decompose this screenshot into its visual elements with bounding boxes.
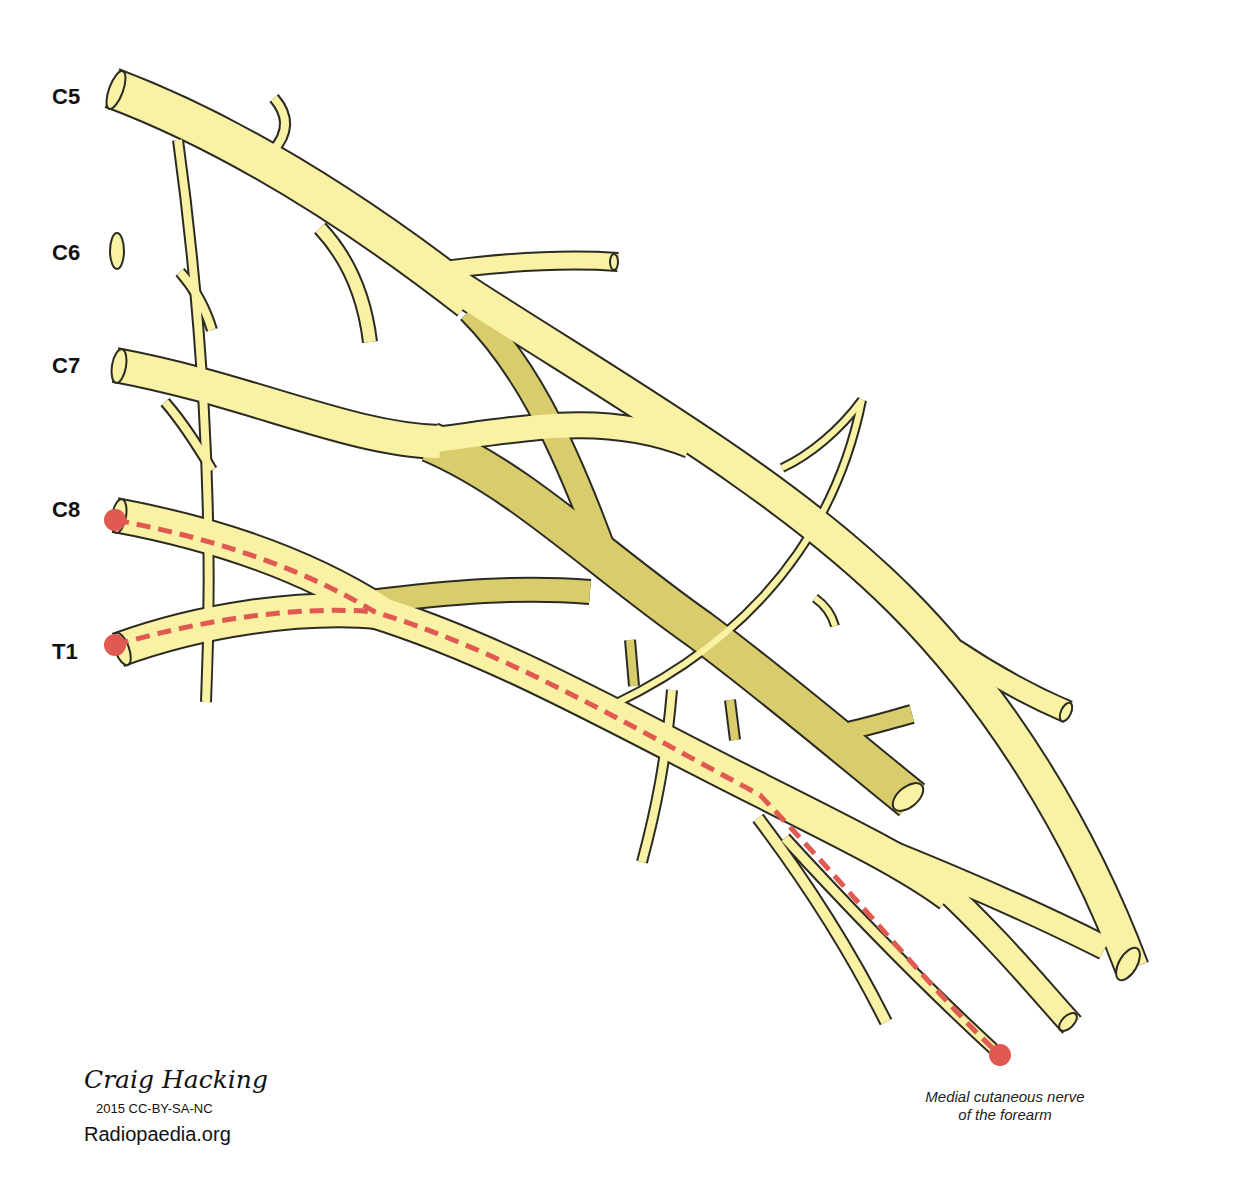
nerve-fill [758, 818, 886, 1022]
nerve-outline [630, 640, 634, 686]
nerve-fill [180, 272, 212, 330]
root-label: C7 [52, 353, 80, 379]
highlight-dot [104, 634, 126, 656]
nerve-fill [955, 650, 1068, 712]
nerve-outline [815, 598, 835, 626]
nerve-cap [1056, 1010, 1080, 1034]
highlight-dashed-line [115, 520, 1000, 1055]
highlight-path [115, 520, 1000, 1055]
license-note: 2015 CC-BY-SA-NC [96, 1101, 213, 1117]
root-label: C8 [52, 497, 80, 523]
nerve-cap [103, 69, 130, 111]
nerve-fill [420, 425, 690, 445]
source-watermark: Radiopaedia.org [84, 1122, 231, 1146]
nerve-fill [272, 98, 285, 152]
nerve-fill [630, 640, 634, 686]
root-label: T1 [52, 639, 78, 665]
highlight-dot [989, 1044, 1011, 1066]
nerve-end-caps [103, 69, 1145, 1034]
nerve-cap [1057, 701, 1075, 723]
nerve-fill [730, 700, 735, 740]
nerve-fills [112, 88, 1132, 1055]
nerve-fill [830, 714, 912, 735]
nerve-outline [272, 98, 285, 152]
nerve-outline [830, 714, 912, 735]
nerve-fill [115, 365, 440, 442]
highlight-dot [104, 509, 126, 531]
nerve-fill [880, 848, 1105, 948]
nerve-fill [165, 402, 212, 470]
nerve-cap [110, 233, 124, 269]
nerve-cap [109, 348, 129, 384]
nerve-fill [782, 400, 862, 468]
nerve-fill [320, 228, 370, 342]
nerve-fill [815, 598, 835, 626]
nerve-fill [370, 590, 590, 602]
nerve-outline [782, 400, 862, 468]
nerve-fill [370, 610, 950, 895]
nerve-cap [1111, 944, 1145, 984]
nerve-fill [642, 690, 672, 862]
nerve-cap [888, 778, 928, 816]
root-label: C6 [52, 240, 80, 266]
nerve-outline [730, 700, 735, 740]
highlight-dots [104, 509, 1011, 1066]
nerve-outlines [112, 88, 1132, 1055]
root-label: C5 [52, 84, 80, 110]
nerve-outline [112, 88, 470, 300]
author-signature: Craig Hacking [84, 1065, 268, 1095]
nerve-label: Medial cutaneous nerve of the forearm [920, 1088, 1090, 1124]
nerve-fill [112, 88, 470, 300]
highlight-dashed-line [115, 610, 375, 645]
nerve-fill [590, 400, 862, 715]
nerve-cap [610, 254, 618, 270]
nerve-outline [370, 590, 590, 602]
